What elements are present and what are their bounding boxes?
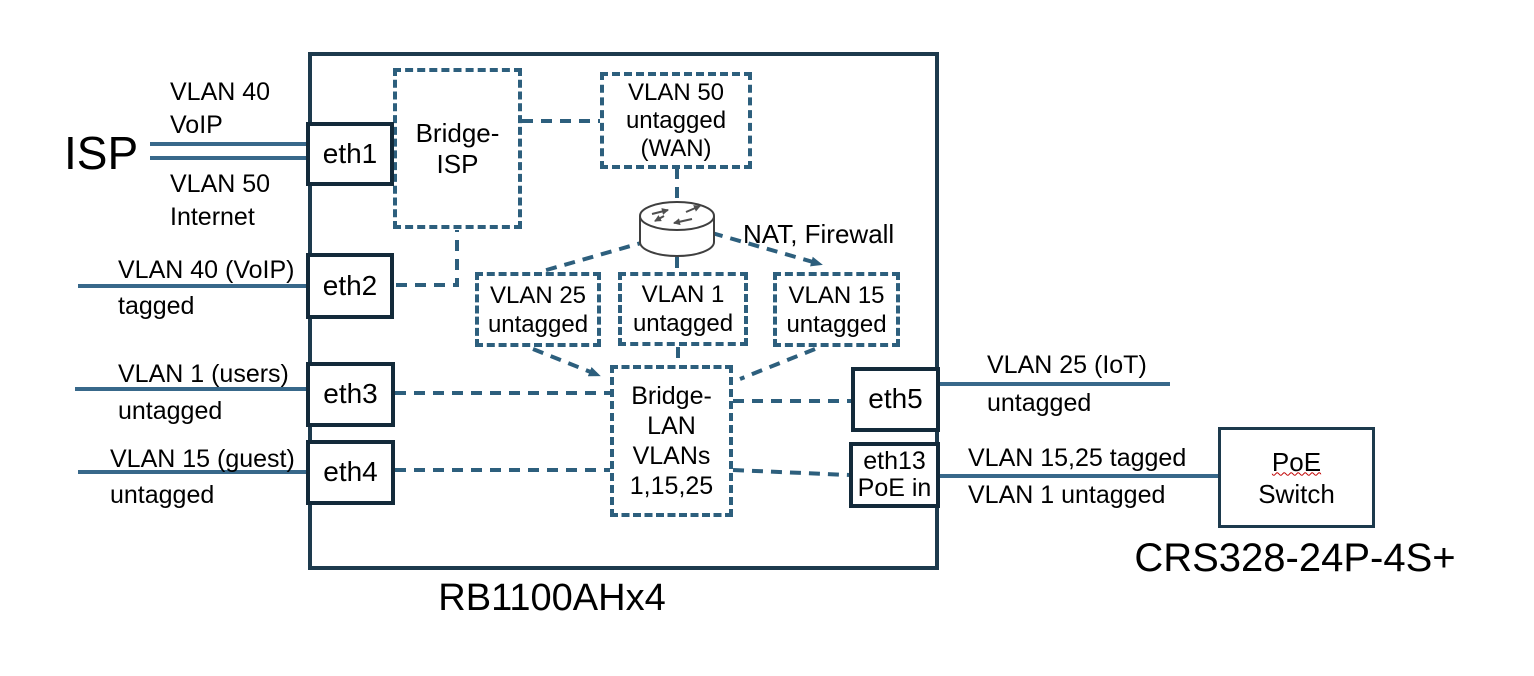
port-eth1: eth1 bbox=[306, 122, 394, 186]
bridge-lan-line3: VLANs bbox=[632, 442, 711, 470]
poe-switch-line1: PoE bbox=[1271, 446, 1322, 477]
link-eth2-bridgeisp bbox=[396, 230, 459, 287]
port-eth13-poe-label: PoE in bbox=[857, 474, 932, 502]
bridge-isp-line2: ISP bbox=[436, 148, 479, 179]
vlan25-interface-box: VLAN 25 untagged bbox=[475, 272, 601, 347]
bridge-isp-box: Bridge- ISP bbox=[393, 68, 522, 229]
vlan1-interface-box: VLAN 1 untagged bbox=[618, 272, 748, 346]
isp-internet-link-label: VLAN 50 Internet bbox=[170, 170, 271, 231]
port-eth5-label: eth5 bbox=[868, 383, 923, 415]
vlan25-line2: untagged bbox=[487, 310, 589, 338]
port-eth2: eth2 bbox=[306, 253, 394, 319]
switch-model-label: CRS328-24P-4S+ bbox=[1134, 536, 1456, 580]
isp-voip-link-label: VLAN 40 VoIP bbox=[170, 78, 271, 139]
port-eth5: eth5 bbox=[851, 367, 940, 432]
vlan50-wan-box: VLAN 50 untagged (WAN) bbox=[600, 72, 752, 169]
vlan1-line1: VLAN 1 bbox=[641, 281, 725, 308]
port-eth1-label: eth1 bbox=[322, 137, 378, 169]
eth3-link-label: VLAN 1 (users) untagged bbox=[118, 360, 289, 425]
link-vlan15-bridgelan bbox=[739, 347, 816, 381]
poe-switch-line2: Switch bbox=[1258, 478, 1335, 509]
port-eth4: eth4 bbox=[306, 440, 395, 505]
router-icon bbox=[639, 201, 715, 257]
link-router-vlan25 bbox=[542, 239, 649, 273]
isp-label: ISP bbox=[64, 126, 138, 180]
link-bridgelan-eth13 bbox=[732, 468, 850, 477]
port-eth3-label: eth3 bbox=[323, 378, 378, 410]
port-eth4-label: eth4 bbox=[323, 456, 378, 488]
bridge-lan-box: Bridge- LAN VLANs 1,15,25 bbox=[610, 365, 733, 517]
vlan25-line1: VLAN 25 bbox=[489, 281, 587, 309]
port-eth2-label: eth2 bbox=[322, 269, 378, 301]
port-eth13-label: eth13 bbox=[863, 447, 926, 475]
port-eth3: eth3 bbox=[306, 362, 395, 427]
nat-firewall-label: NAT, Firewall bbox=[743, 219, 895, 249]
bridge-lan-line2: LAN bbox=[647, 412, 696, 440]
vlan1-line2: untagged bbox=[632, 310, 734, 337]
port-eth13-poe-in: eth13 PoE in bbox=[849, 442, 940, 508]
vlan15-interface-box: VLAN 15 untagged bbox=[773, 272, 900, 347]
vlan15-line2: untagged bbox=[786, 310, 887, 338]
eth5-link-label: VLAN 25 (IoT) untagged bbox=[987, 351, 1147, 417]
bridge-isp-line1: Bridge- bbox=[415, 117, 500, 148]
link-vlan25-bridgelan bbox=[532, 347, 601, 377]
bridge-lan-line1: Bridge- bbox=[631, 382, 712, 410]
isp-text: ISP bbox=[64, 127, 139, 179]
wan-line1: VLAN 50 bbox=[627, 78, 725, 106]
bridge-lan-line4: 1,15,25 bbox=[629, 472, 714, 500]
vlan15-line1: VLAN 15 bbox=[788, 281, 885, 309]
wan-line3: (WAN) bbox=[640, 134, 712, 162]
eth4-link-label: VLAN 15 (guest) untagged bbox=[110, 445, 295, 509]
eth2-link-label: VLAN 40 (VoIP) tagged bbox=[118, 256, 295, 320]
poe-switch-box: PoE Switch bbox=[1218, 427, 1375, 528]
eth13-link-label: VLAN 15,25 tagged VLAN 1 untagged bbox=[968, 444, 1187, 509]
router-model-label: RB1100AHx4 bbox=[438, 577, 666, 619]
wan-line2: untagged bbox=[625, 106, 727, 134]
